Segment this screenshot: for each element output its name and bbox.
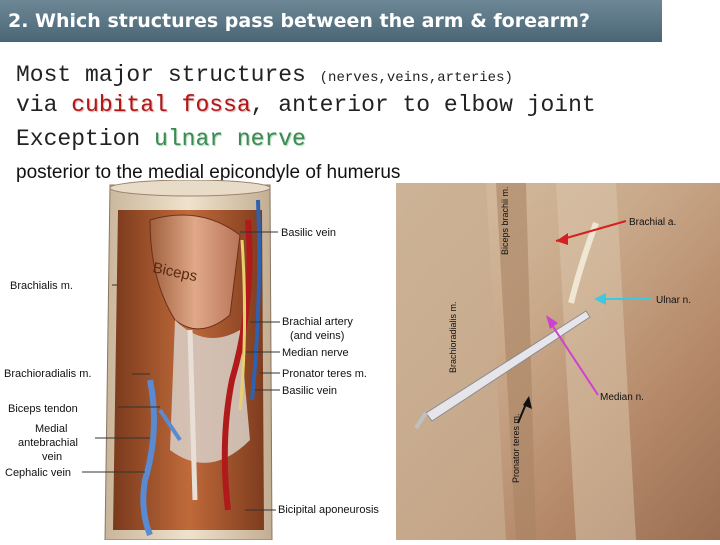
cubital-fossa-illustration: Biceps Basilic vein Brachiali — [0, 179, 390, 541]
forceps-tip-shape — [414, 411, 428, 430]
text-line-3: Exception ulnar nerve — [16, 126, 306, 152]
dissection-photo: Brachial a. Ulnar n. Median n. Biceps br… — [396, 183, 720, 540]
bicipital-aponeurosis-shape — [170, 320, 250, 463]
label-brachioradialis-right: Brachioradialis m. — [448, 301, 458, 373]
cephalic-vein-shape — [140, 379, 157, 537]
label-medial: Medial — [35, 423, 67, 435]
ulnar-nerve-highlight: ulnar nerve — [154, 126, 306, 152]
arm-section-top — [109, 179, 271, 197]
label-pronator-teres: Pronator teres m. — [282, 368, 367, 380]
label-basilic-vein-bottom: Basilic vein — [282, 385, 337, 397]
label-brachioradialis: Brachioradialis m. — [4, 368, 91, 380]
label-cephalic-vein: Cephalic vein — [5, 467, 71, 479]
label-basilic-vein-top: Basilic vein — [281, 227, 336, 239]
label-brachialis: Brachialis m. — [10, 280, 73, 292]
label-pronator-teres-right: Pronator teres m. — [511, 413, 521, 483]
basilic-vein-shape — [250, 199, 262, 401]
biceps-region — [556, 183, 636, 540]
slide-title: 2. Which structures pass between the arm… — [0, 0, 662, 42]
cubital-fossa-highlight: cubital fossa — [71, 92, 251, 118]
label-biceps-tendon: Biceps tendon — [8, 403, 78, 415]
brachioradialis-region — [396, 183, 506, 540]
line2-post: , anterior to elbow joint — [250, 92, 596, 118]
label-and-veins: (and veins) — [290, 330, 344, 342]
label-median-nerve: Median nerve — [282, 347, 349, 359]
line2-pre: via — [16, 92, 72, 118]
label-brachial-a: Brachial a. — [629, 217, 676, 228]
brachial-artery-shape — [221, 219, 253, 511]
label-vein: vein — [42, 451, 62, 463]
label-median-n: Median n. — [600, 392, 644, 403]
text-line-2: via cubital fossa, anterior to elbow joi… — [16, 92, 596, 118]
arrow-pronator — [517, 396, 532, 424]
label-ulnar-n: Ulnar n. — [656, 295, 691, 306]
text-line-1: Most major structures (nerves,veins,arte… — [16, 62, 513, 88]
text-line-4: posterior to the medial epicondyle of hu… — [16, 162, 401, 183]
arrow-brachial — [555, 220, 627, 245]
line1-paren: (nerves,veins,arteries) — [319, 70, 513, 86]
arrow-median — [546, 315, 599, 396]
forceps-shape — [425, 310, 591, 422]
label-antebrachial: antebrachial — [18, 437, 78, 449]
median-nerve-shape — [238, 239, 247, 411]
line3-pre: Exception — [16, 126, 155, 152]
biceps-tendon-shape — [187, 329, 198, 501]
label-biceps-brachii: Biceps brachii m. — [500, 186, 510, 255]
line1-main: Most major structures — [16, 62, 320, 88]
label-bicipital-aponeurosis: Bicipital aponeurosis — [278, 504, 379, 516]
median-vein-shape — [158, 408, 182, 442]
arrow-ulnar — [594, 293, 652, 305]
label-brachial-artery: Brachial artery — [282, 316, 353, 328]
biceps-muscle-shape — [149, 214, 241, 330]
